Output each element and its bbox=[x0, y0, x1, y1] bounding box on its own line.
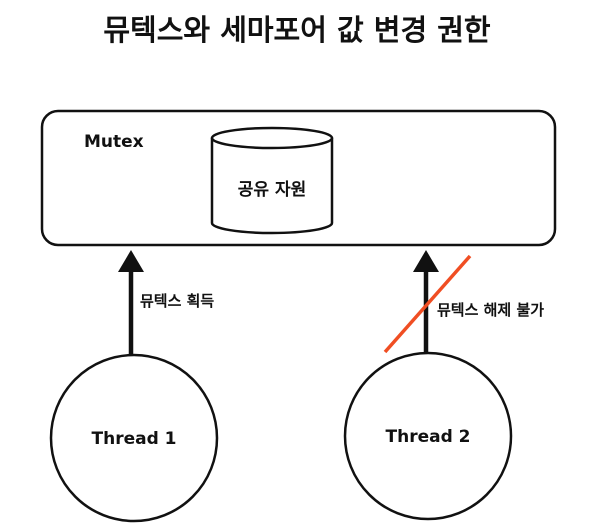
acquire-label: 뮤텍스 획득 bbox=[140, 292, 214, 310]
diagram-title: 뮤텍스와 세마포어 값 변경 권한 bbox=[103, 13, 491, 47]
mutex-label: Mutex bbox=[84, 132, 144, 152]
cylinder-top bbox=[210, 126, 334, 150]
thread-1-node bbox=[49, 353, 219, 523]
thread-2-label: Thread 2 bbox=[386, 427, 471, 447]
thread-1-label: Thread 1 bbox=[92, 429, 177, 449]
blocked-slash-mark bbox=[383, 254, 472, 354]
release-blocked-label: 뮤텍스 해제 불가 bbox=[437, 301, 544, 319]
acquire-arrow-head bbox=[118, 250, 144, 272]
shared-resource-cylinder: 공유 자원 bbox=[210, 126, 334, 235]
release-arrow-head bbox=[413, 250, 439, 272]
thread-2-node bbox=[343, 351, 513, 521]
shared-resource-label: 공유 자원 bbox=[238, 180, 306, 200]
cylinder-body bbox=[210, 138, 334, 235]
